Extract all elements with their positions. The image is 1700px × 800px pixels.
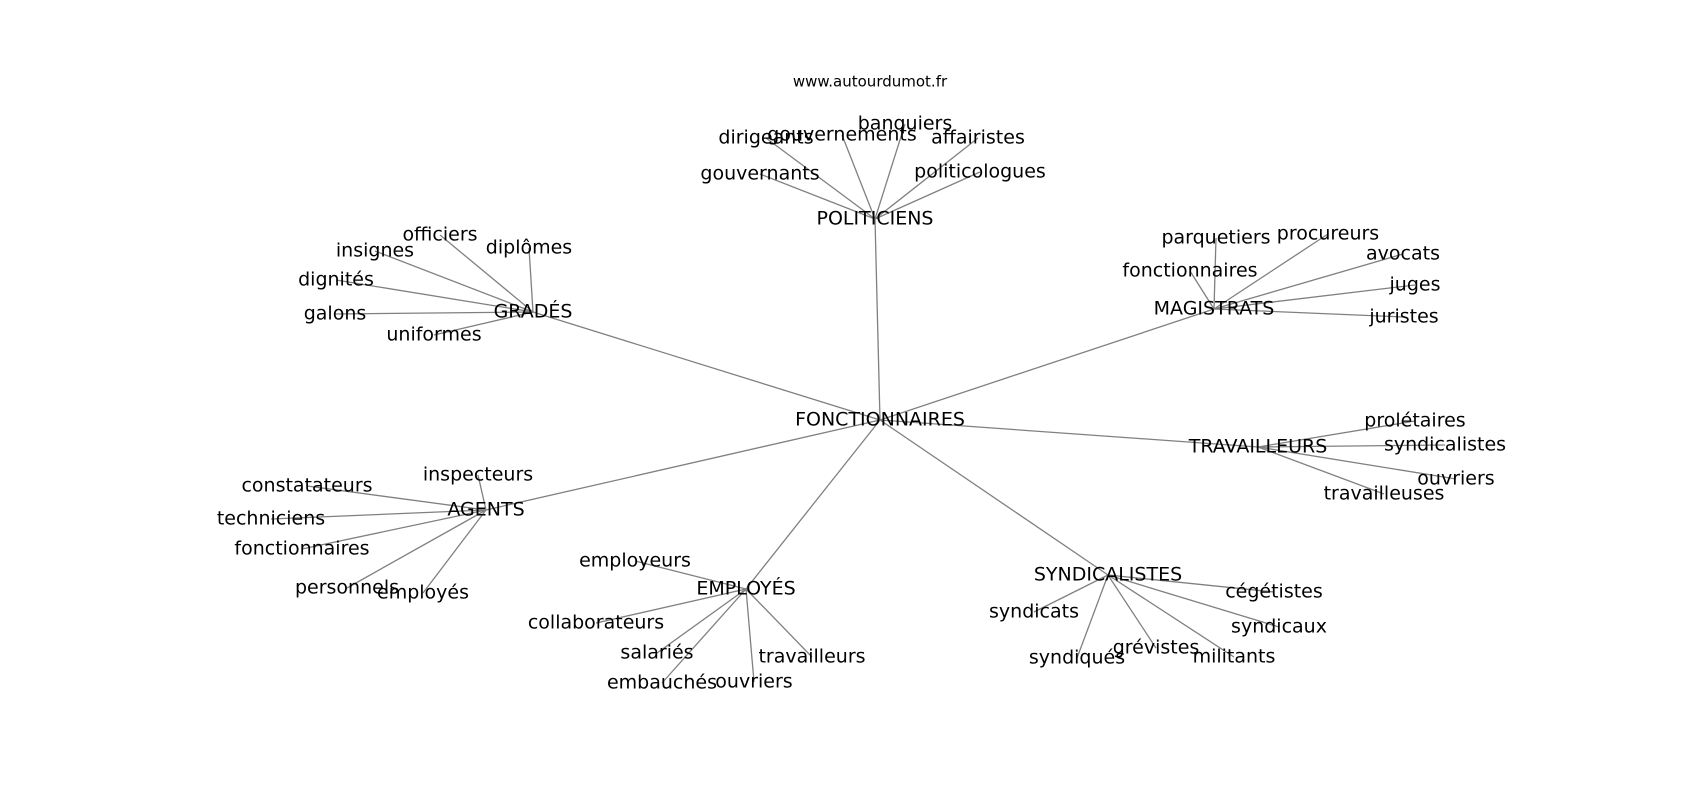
leaf-node-collaborateurs[interactable]: collaborateurs bbox=[528, 612, 664, 634]
edge-employes-ouvriers bbox=[745, 588, 755, 683]
hub-node-politiciens[interactable]: POLITICIENS bbox=[817, 208, 934, 230]
edge-travailleurs-ouvriers bbox=[1257, 446, 1457, 480]
leaf-node-avocats[interactable]: avocats bbox=[1366, 243, 1440, 265]
leaf-node-uniformes[interactable]: uniformes bbox=[386, 324, 481, 346]
leaf-node-officiers[interactable]: officiers bbox=[402, 224, 477, 246]
leaf-node-employeurs[interactable]: employeurs bbox=[579, 550, 691, 572]
hub-node-syndicalistes[interactable]: SYNDICALISTES bbox=[1034, 564, 1182, 586]
center-node-fonctionnaires[interactable]: FONCTIONNAIRES bbox=[795, 409, 965, 431]
edge-employes-embauches bbox=[661, 588, 747, 684]
edge-syndicalistes-syndiques bbox=[1076, 574, 1109, 659]
edge-travailleurs-syndicalistes bbox=[1257, 444, 1446, 448]
leaf-node-ouvriers[interactable]: ouvriers bbox=[715, 671, 792, 693]
leaf-node-juges[interactable]: juges bbox=[1389, 274, 1441, 296]
edge-grades-insignes bbox=[374, 250, 534, 313]
leaf-node-techniciens[interactable]: techniciens bbox=[217, 508, 325, 530]
leaf-node-banquiers[interactable]: banquiers bbox=[858, 113, 953, 135]
edge-grades-galons bbox=[334, 311, 534, 315]
edge-magistrats-avocats bbox=[1213, 253, 1404, 310]
leaf-node-constatateurs[interactable]: constatateurs bbox=[241, 475, 372, 497]
edge-center-politiciens bbox=[874, 218, 881, 421]
leaf-node-militants[interactable]: militants bbox=[1193, 646, 1276, 668]
edge-politiciens-banquiers bbox=[874, 123, 906, 220]
leaf-node-dignites[interactable]: dignités bbox=[298, 269, 374, 291]
edge-agents-personnels bbox=[346, 509, 487, 589]
site-label: www.autourdumot.fr bbox=[793, 73, 948, 91]
edge-agents-employes bbox=[422, 509, 487, 594]
edge-grades-officiers bbox=[439, 234, 534, 313]
leaf-node-diplomes[interactable]: diplômes bbox=[486, 237, 572, 259]
leaf-node-gouvernants[interactable]: gouvernants bbox=[700, 163, 819, 185]
leaf-node-galons[interactable]: galons bbox=[304, 303, 367, 325]
hub-node-grades[interactable]: GRADÉS bbox=[494, 300, 573, 323]
leaf-node-fonctionnaires[interactable]: fonctionnaires bbox=[234, 538, 369, 560]
leaf-node-syndicats[interactable]: syndicats bbox=[989, 601, 1079, 623]
edge-syndicalistes-grevistes bbox=[1107, 574, 1157, 649]
edge-syndicalistes-syndicats bbox=[1033, 574, 1109, 613]
edge-center-syndicalistes bbox=[879, 419, 1109, 576]
edge-employes-travailleurs bbox=[745, 588, 813, 658]
leaf-node-syndiques[interactable]: syndiqués bbox=[1029, 647, 1125, 669]
edge-grades-dignites bbox=[335, 279, 534, 313]
edge-syndicalistes-militants bbox=[1107, 574, 1235, 658]
edge-politiciens-gouvernants bbox=[759, 173, 876, 220]
leaf-node-fonctionnaires[interactable]: fonctionnaires bbox=[1122, 260, 1257, 282]
edge-politiciens-affairistes bbox=[874, 137, 979, 220]
leaf-node-juristes[interactable]: juristes bbox=[1368, 306, 1438, 328]
hub-node-agents[interactable]: AGENTS bbox=[447, 499, 524, 521]
leaf-node-syndicalistes[interactable]: syndicalistes bbox=[1384, 434, 1506, 456]
edge-agents-techniciens bbox=[270, 509, 487, 520]
leaf-node-embauches[interactable]: embauchés bbox=[607, 672, 717, 694]
leaf-node-insignes[interactable]: insignes bbox=[336, 240, 414, 262]
leaf-node-ouvriers[interactable]: ouvriers bbox=[1417, 468, 1494, 490]
leaf-node-gouvernements[interactable]: gouvernements bbox=[767, 124, 916, 146]
edge-employes-employeurs bbox=[634, 560, 747, 590]
leaf-node-affairistes[interactable]: affairistes bbox=[931, 127, 1025, 149]
leaf-node-inspecteurs[interactable]: inspecteurs bbox=[423, 464, 533, 486]
edge-politiciens-politicologues bbox=[874, 171, 981, 220]
leaf-node-cegetistes[interactable]: cégétistes bbox=[1225, 581, 1323, 603]
leaf-node-personnels[interactable]: personnels bbox=[295, 577, 399, 599]
leaf-node-procureurs[interactable]: procureurs bbox=[1277, 223, 1379, 245]
edge-travailleurs-proletaires bbox=[1257, 420, 1416, 448]
edges-layer bbox=[270, 123, 1457, 684]
edge-magistrats-procureurs bbox=[1213, 233, 1329, 310]
leaf-node-syndicaux[interactable]: syndicaux bbox=[1231, 616, 1327, 638]
edge-politiciens-gouvernements bbox=[841, 134, 876, 220]
edge-agents-fonctionnaires bbox=[301, 509, 487, 550]
leaf-node-parquetiers[interactable]: parquetiers bbox=[1161, 227, 1270, 249]
edge-politiciens-dirigeants bbox=[765, 137, 876, 220]
edge-center-grades bbox=[532, 311, 881, 421]
edge-agents-constatateurs bbox=[306, 485, 487, 511]
edge-center-employes bbox=[745, 419, 881, 590]
edge-magistrats-parquetiers bbox=[1213, 237, 1217, 310]
edge-center-magistrats bbox=[879, 308, 1215, 421]
edge-grades-diplomes bbox=[528, 247, 534, 313]
edge-center-travailleurs bbox=[879, 419, 1259, 448]
edge-employes-collaborateurs bbox=[595, 588, 747, 624]
hub-node-employes[interactable]: EMPLOYÉS bbox=[696, 577, 795, 600]
edge-magistrats-juges bbox=[1213, 284, 1416, 310]
edge-center-agents bbox=[485, 419, 881, 511]
edge-magistrats-juristes bbox=[1213, 308, 1405, 318]
edge-travailleurs-travailleuses bbox=[1257, 446, 1385, 495]
leaf-node-travailleuses[interactable]: travailleuses bbox=[1324, 483, 1445, 505]
leaf-node-employes[interactable]: employés bbox=[377, 582, 469, 604]
leaf-node-dirigeants[interactable]: dirigeants bbox=[718, 127, 813, 149]
leaf-node-politicologues[interactable]: politicologues bbox=[914, 161, 1046, 183]
edge-syndicalistes-syndicaux bbox=[1107, 574, 1280, 628]
edge-grades-uniformes bbox=[433, 311, 534, 336]
leaf-node-proletaires[interactable]: prolétaires bbox=[1364, 410, 1465, 432]
edge-syndicalistes-cegetistes bbox=[1107, 574, 1275, 593]
leaf-node-salaries[interactable]: salariés bbox=[620, 642, 693, 664]
leaf-node-grevistes[interactable]: grévistes bbox=[1113, 637, 1200, 659]
edge-agents-inspecteurs bbox=[477, 474, 487, 511]
leaf-node-travailleurs[interactable]: travailleurs bbox=[758, 646, 865, 668]
hub-node-magistrats[interactable]: MAGISTRATS bbox=[1154, 298, 1275, 320]
hub-node-travailleurs[interactable]: TRAVAILLEURS bbox=[1188, 436, 1328, 458]
labels-layer: FONCTIONNAIRESPOLITICIENSbanquiersgouver… bbox=[217, 113, 1506, 694]
edge-employes-salaries bbox=[656, 588, 747, 654]
edge-magistrats-fonctionnaires bbox=[1189, 270, 1215, 310]
